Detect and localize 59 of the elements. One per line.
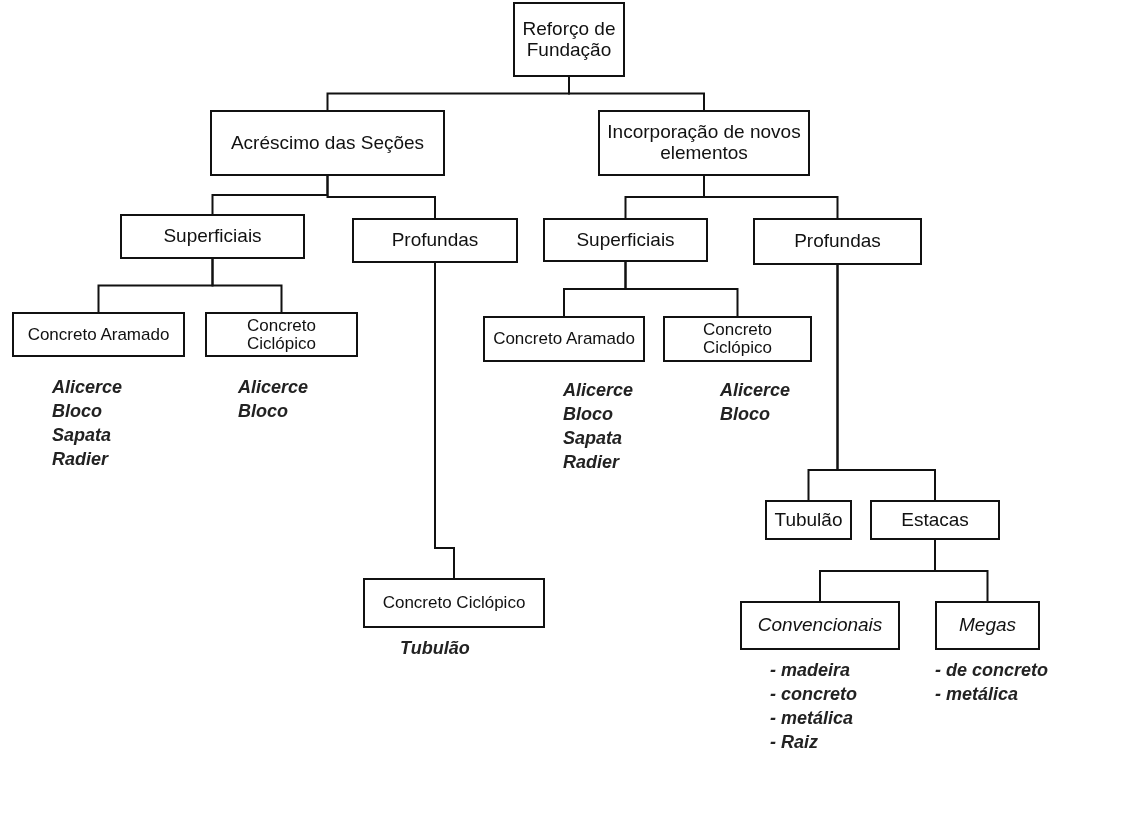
list-item: - concreto [770, 683, 857, 706]
list-item: Bloco [238, 400, 289, 423]
category-box [12, 312, 185, 357]
connector-line [934, 539, 989, 602]
category-box [513, 2, 625, 77]
connector-line [434, 262, 455, 579]
node-label: Concreto Ciclópico [382, 594, 526, 612]
list-item: - de concreto [935, 659, 1049, 682]
list-item: Radier [52, 448, 110, 471]
category-box [765, 500, 852, 540]
list-item: - metálica [935, 683, 1020, 706]
category-box [740, 601, 900, 650]
node-label: Concreto Ciclópico [702, 321, 773, 357]
node-label: Concreto Ciclópico [246, 316, 317, 353]
category-box [753, 218, 922, 265]
list-item: Sapata [52, 424, 113, 447]
category-box [205, 312, 358, 357]
node-label: Profundas [391, 230, 479, 251]
node-label: Concreto Aramado [27, 325, 170, 344]
node-label: Tubulão [774, 509, 843, 531]
connector-line [568, 76, 705, 111]
node-label: Reforço de Fundação [521, 18, 617, 61]
node-label: Concreto Aramado [493, 330, 635, 348]
category-box [363, 578, 545, 628]
category-box [120, 214, 305, 259]
category-box [598, 110, 810, 176]
node-label: Superficiais [163, 226, 262, 247]
connector-line [211, 258, 283, 313]
category-box [543, 218, 708, 262]
list-item: Alicerce [720, 379, 791, 402]
connector-line [703, 175, 839, 219]
node-label: Convencionais [757, 615, 883, 636]
list-item: - metálica [770, 707, 855, 730]
list-item: Bloco [563, 403, 614, 426]
connector-line [836, 264, 936, 501]
list-item: Sapata [563, 427, 624, 450]
node-label: Megas [959, 615, 1016, 636]
list-item: Tubulão [400, 637, 470, 660]
category-box [210, 110, 445, 176]
category-box [352, 218, 518, 263]
category-box [663, 316, 812, 362]
node-label: Estacas [901, 509, 969, 531]
node-label: Superficiais [576, 229, 675, 251]
connector-line [326, 175, 436, 219]
connector-line [624, 261, 739, 317]
category-box [935, 601, 1040, 650]
list-item: Alicerce [238, 376, 309, 399]
list-item: Alicerce [563, 379, 634, 402]
node-label: Incorporação de novos elementos [606, 122, 802, 164]
category-box [870, 500, 1000, 540]
node-label: Acréscimo das Seções [230, 132, 425, 154]
list-item: Bloco [52, 400, 103, 423]
list-item: - Raiz [770, 731, 819, 754]
list-item: Bloco [720, 403, 771, 426]
node-label: Profundas [794, 231, 881, 252]
list-item: - madeira [770, 659, 852, 682]
list-item: Alicerce [52, 376, 123, 399]
category-box [483, 316, 645, 362]
list-item: Radier [563, 451, 621, 474]
